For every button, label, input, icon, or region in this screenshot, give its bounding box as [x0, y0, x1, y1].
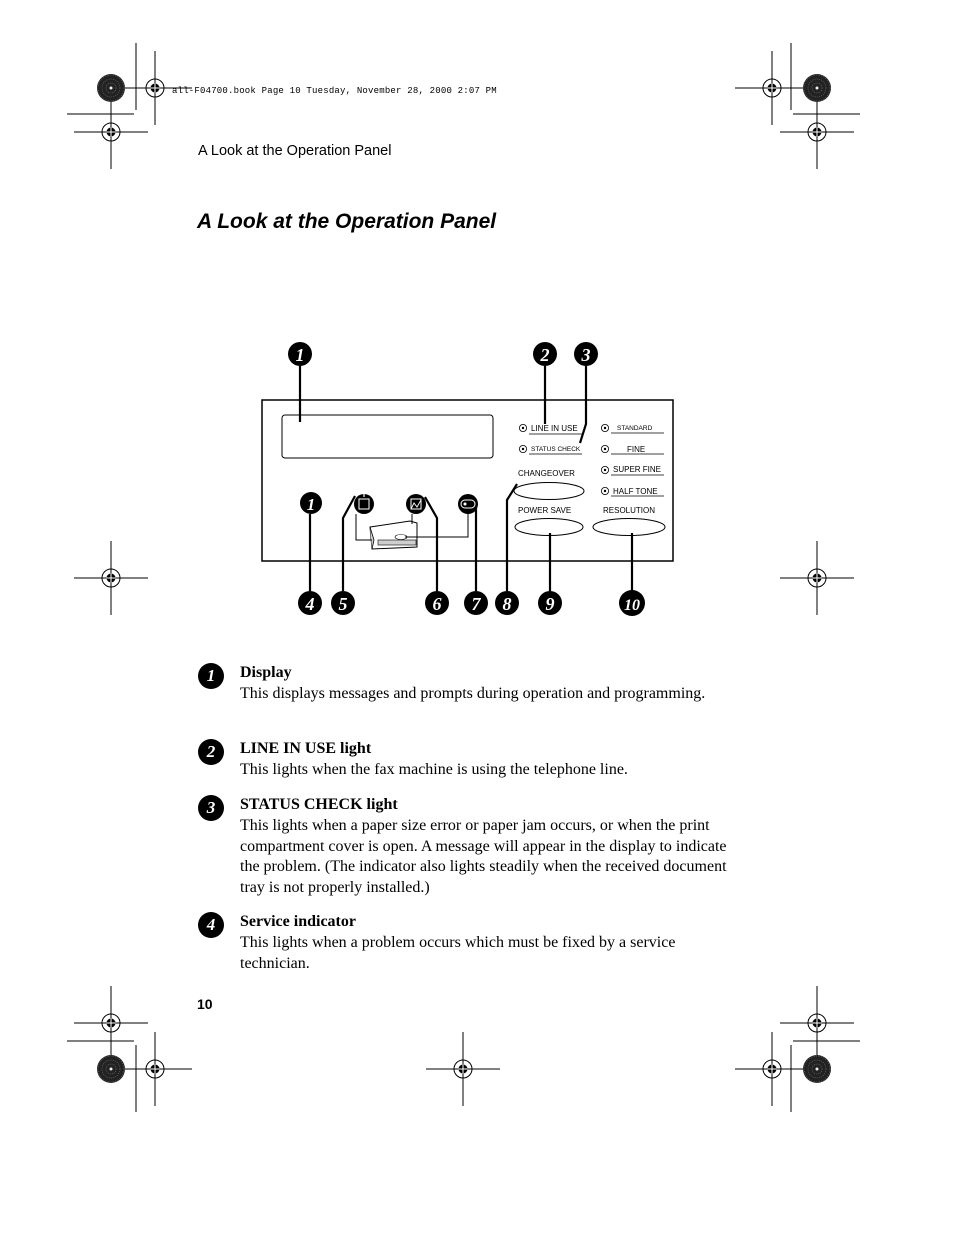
machine-illustration — [369, 520, 418, 550]
power-save-key — [514, 518, 584, 536]
fine-label: FINE — [627, 445, 645, 454]
resolution-key — [592, 518, 666, 536]
status-check-label: STATUS CHECK — [531, 446, 581, 453]
item-number-badge: 2 — [198, 739, 224, 765]
item-body: This lights when a paper size error or p… — [240, 817, 727, 896]
svg-text:9: 9 — [546, 594, 555, 614]
item-number-badge: 4 — [198, 912, 224, 938]
item-body: This displays messages and prompts durin… — [240, 685, 706, 702]
list-item: 1 Display This displays messages and pro… — [198, 663, 738, 723]
item-number-badge: 3 — [198, 795, 224, 821]
item-heading: Service indicator — [240, 913, 356, 930]
callout-10: 10 — [619, 590, 645, 616]
super-fine-label: SUPER FINE — [613, 465, 661, 474]
svg-text:8: 8 — [503, 594, 512, 614]
standard-label: STANDARD — [617, 425, 653, 432]
super-fine-light: SUPER FINE — [601, 465, 664, 476]
callout-9: 9 — [538, 591, 562, 615]
svg-text:1: 1 — [307, 495, 316, 514]
callout-1-inner: 1 — [300, 492, 322, 514]
svg-text:5: 5 — [339, 594, 348, 614]
list-item: 3 STATUS CHECK light This lights when a … — [198, 795, 738, 899]
line-in-use-label: LINE IN USE — [531, 424, 578, 433]
item-heading: STATUS CHECK light — [240, 796, 398, 813]
paper-indicator-icon — [406, 494, 426, 514]
power-save-label: POWER SAVE — [518, 506, 571, 515]
callout-2-top: 2 — [533, 342, 557, 366]
changeover-key — [513, 482, 585, 500]
half-tone-light: HALF TONE — [601, 486, 664, 497]
list-item: 2 LINE IN USE light This lights when the… — [198, 739, 738, 779]
callout-3-top: 3 — [574, 342, 598, 366]
svg-text:7: 7 — [472, 594, 482, 614]
callout-1-top: 1 — [288, 342, 312, 366]
list-item: 4 Service indicator This lights when a p… — [198, 912, 738, 974]
toner-indicator-icon — [354, 494, 374, 514]
svg-text:10: 10 — [624, 597, 640, 614]
svg-text:2: 2 — [540, 345, 550, 365]
half-tone-label: HALF TONE — [613, 487, 658, 496]
standard-light: STANDARD — [601, 423, 664, 434]
running-header: A Look at the Operation Panel — [198, 143, 392, 159]
item-heading: Display — [240, 664, 292, 681]
service-indicator-icon — [458, 494, 478, 514]
svg-text:4: 4 — [305, 594, 315, 614]
callout-5: 5 — [331, 591, 355, 615]
display-window — [281, 414, 494, 459]
page-number: 10 — [197, 996, 213, 1012]
svg-text:3: 3 — [581, 345, 591, 365]
line-in-use-light: LINE IN USE — [519, 423, 582, 435]
changeover-label: CHANGEOVER — [518, 469, 575, 478]
print-slug: all-F04700.book Page 10 Tuesday, Novembe… — [172, 86, 497, 96]
item-body: This lights when a problem occurs which … — [240, 934, 676, 972]
item-body: This lights when the fax machine is usin… — [240, 761, 628, 778]
resolution-label: RESOLUTION — [603, 506, 655, 515]
item-heading: LINE IN USE light — [240, 740, 372, 757]
fine-light: FINE — [601, 444, 664, 455]
svg-text:1: 1 — [296, 345, 305, 365]
callout-4: 4 — [298, 591, 322, 615]
svg-text:6: 6 — [433, 594, 442, 614]
callout-7: 7 — [464, 591, 488, 615]
callout-8: 8 — [495, 591, 519, 615]
page-title: A Look at the Operation Panel — [197, 210, 497, 233]
status-check-light: STATUS CHECK — [519, 444, 582, 455]
item-number-badge: 1 — [198, 663, 224, 689]
callout-6: 6 — [425, 591, 449, 615]
